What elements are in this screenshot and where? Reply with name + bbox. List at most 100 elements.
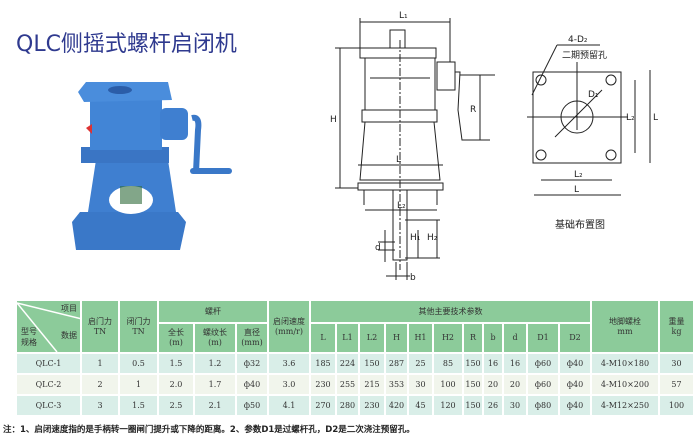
table-cell: 2.0 xyxy=(157,373,195,396)
table-cell: ф60 xyxy=(526,352,560,375)
label-R: R xyxy=(470,105,476,115)
header-item: 项目 xyxy=(61,304,77,313)
table-cell: ф80 xyxy=(526,394,560,417)
header-speed: 启闭速度(mm/r) xyxy=(267,299,311,354)
label-D1: D₁ xyxy=(588,90,599,100)
foundation-plan-drawing xyxy=(527,44,651,196)
header-spec: 规格 xyxy=(21,338,37,347)
table-cell: 150 xyxy=(462,394,484,417)
label-L: L xyxy=(396,155,401,165)
table-cell: 255 xyxy=(335,373,360,396)
table-cell: 100 xyxy=(658,394,695,417)
table-cell: 100 xyxy=(432,373,464,396)
label-d: d xyxy=(375,243,381,253)
table-cell: 2 xyxy=(80,373,120,396)
header-param: H xyxy=(384,322,409,354)
table-cell: 1.7 xyxy=(193,373,237,396)
header-param: L2 xyxy=(358,322,386,354)
table-cell: 30 xyxy=(658,352,695,375)
label-plan-L: L xyxy=(574,185,579,195)
model-cell: QLC-2 xyxy=(15,373,82,396)
header-param: D1 xyxy=(526,322,560,354)
table-cell: 1.2 xyxy=(193,352,237,375)
table-cell: 353 xyxy=(384,373,409,396)
page-title: QLC侧摇式螺杆启闭机 xyxy=(16,32,237,57)
header-other-params: 其他主要技术参数 xyxy=(309,299,592,324)
header-param: R xyxy=(462,322,484,354)
footnote: 注：1、启闭速度指的是手柄转一圈闸门提升或下降的距离。2、参数D1是过螺杆孔，D… xyxy=(3,425,415,435)
table-cell: ф50 xyxy=(235,394,269,417)
table-cell: 280 xyxy=(335,394,360,417)
header-thread-length: 螺纹长(m) xyxy=(193,322,237,354)
label-reserved-holes: 二期预留孔 xyxy=(562,49,607,61)
table-cell: ф60 xyxy=(526,373,560,396)
label-plan-L-vertical: L xyxy=(653,113,658,123)
table-cell: 4-M10×180 xyxy=(590,352,660,375)
table-cell: 3 xyxy=(80,394,120,417)
model-cell: QLC-1 xyxy=(15,352,82,375)
header-screw: 螺杆 xyxy=(157,299,269,324)
table-cell: 4-M12×250 xyxy=(590,394,660,417)
product-photo xyxy=(72,82,232,250)
table-cell: 26 xyxy=(482,394,504,417)
table-cell: ф40 xyxy=(558,373,592,396)
label-H2: H₂ xyxy=(427,233,438,243)
model-cell: QLC-3 xyxy=(15,394,82,417)
table-cell: 230 xyxy=(358,394,386,417)
table-cell: 4.1 xyxy=(267,394,311,417)
table-cell: 420 xyxy=(384,394,409,417)
table-cell: 16 xyxy=(482,352,504,375)
table-cell: 150 xyxy=(462,373,484,396)
header-param: d xyxy=(502,322,528,354)
table-cell: 2.5 xyxy=(157,394,195,417)
table-cell: 1 xyxy=(80,352,120,375)
header-total-length: 全长(m) xyxy=(157,322,195,354)
table-cell: 2.1 xyxy=(193,394,237,417)
header-model: 型号 xyxy=(21,327,37,336)
table-cell: 0.5 xyxy=(118,352,159,375)
table-cell: 150 xyxy=(358,352,386,375)
illustrations: L₁ H R L L₂ H₁ H₂ d b 4-D₂ 二期预留孔 D₁ L₂ L… xyxy=(72,11,658,283)
header-diameter: 直径(mm) xyxy=(235,322,269,354)
table-cell: 20 xyxy=(502,373,528,396)
side-view-drawing xyxy=(335,18,495,280)
header-data: 数据 xyxy=(61,331,77,340)
table-cell: 230 xyxy=(309,373,337,396)
label-L1: L₁ xyxy=(399,11,408,21)
label-4-D2: 4-D₂ xyxy=(568,35,588,45)
table-cell: ф40 xyxy=(558,394,592,417)
table-cell: 224 xyxy=(335,352,360,375)
table-cell: 25 xyxy=(407,352,434,375)
table-cell: 270 xyxy=(309,394,337,417)
table-cell: ф40 xyxy=(235,373,269,396)
table-cell: 30 xyxy=(407,373,434,396)
table-cell: ф40 xyxy=(558,352,592,375)
table-cell: 4-M10×200 xyxy=(590,373,660,396)
table-cell: 1.5 xyxy=(118,394,159,417)
table-cell: 16 xyxy=(502,352,528,375)
label-plan-L2-vertical: L₂ xyxy=(626,113,635,123)
header-param: L1 xyxy=(335,322,360,354)
table-cell: 20 xyxy=(482,373,504,396)
label-b: b xyxy=(410,273,416,283)
table-cell: ф32 xyxy=(235,352,269,375)
label-H: H xyxy=(330,115,337,125)
table-cell: 85 xyxy=(432,352,464,375)
table-cell: 1 xyxy=(118,373,159,396)
plan-caption: 基础布置图 xyxy=(555,218,605,231)
table-cell: 3.0 xyxy=(267,373,311,396)
table-cell: 120 xyxy=(432,394,464,417)
header-param: H1 xyxy=(407,322,434,354)
table-cell: 185 xyxy=(309,352,337,375)
table-cell: 30 xyxy=(502,394,528,417)
label-plan-L2: L₂ xyxy=(574,170,583,180)
header-param: H2 xyxy=(432,322,464,354)
table-cell: 3.6 xyxy=(267,352,311,375)
table-cell: 150 xyxy=(462,352,484,375)
